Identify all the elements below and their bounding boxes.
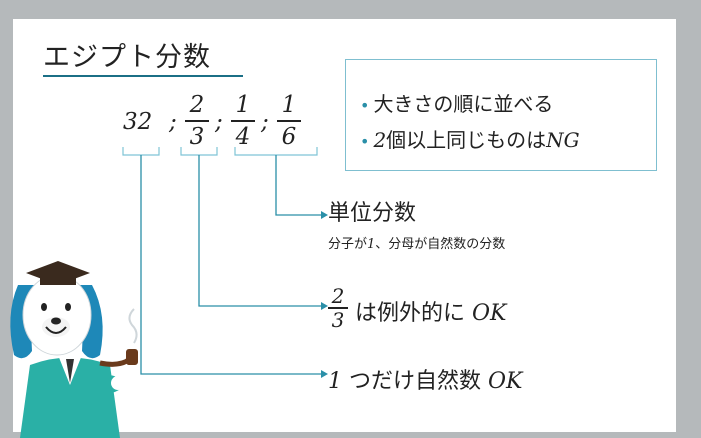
exception-label: は例外的に OK <box>355 295 507 327</box>
fraction-two-thirds: 2 3 <box>185 91 209 151</box>
unit-fraction-definition: 分子が1、分母が自然数の分数 <box>328 233 505 252</box>
connector-lines <box>122 147 328 378</box>
natural-one: 1 <box>328 369 342 394</box>
arrow-exception <box>198 155 321 307</box>
arrow-unit-fraction <box>275 155 321 216</box>
bullet-icon: • <box>360 96 370 115</box>
definition-part: 、分母が自然数の分数 <box>375 237 506 252</box>
bracket-whole <box>122 147 160 156</box>
bullet-icon: • <box>360 132 370 151</box>
rule-no-duplicates: •2個以上同じものはNG <box>360 124 580 153</box>
natural-number-label: 1 つだけ自然数 OK <box>328 363 523 395</box>
fraction-bar <box>185 120 209 122</box>
natural-text: つだけ自然数 <box>349 369 482 394</box>
ok-mark: OK <box>472 301 507 326</box>
rule-order: •大きさの順に並べる <box>360 88 553 117</box>
denominator: 3 <box>331 307 345 332</box>
numerator: 2 <box>189 92 205 118</box>
denominator: 4 <box>235 123 251 150</box>
dog-professor-mascot-icon <box>10 261 138 438</box>
bracket-unit-fractions <box>234 147 318 156</box>
denominator: 3 <box>189 123 205 150</box>
definition-one: 1 <box>367 237 376 252</box>
whole-number: 32 <box>123 109 153 135</box>
denominator: 6 <box>281 123 297 150</box>
rule-no-duplicates-text: 個以上同じものは <box>386 128 547 152</box>
arrowhead-icon <box>321 302 328 310</box>
numerator: 1 <box>235 92 251 118</box>
separator: ; <box>169 109 177 135</box>
exception-fraction: 2 3 <box>328 285 348 331</box>
arrow-natural <box>140 155 321 375</box>
fraction-one-quarter: 1 4 <box>231 91 255 151</box>
title-underline <box>43 75 243 77</box>
rule-count: 2 <box>373 128 387 152</box>
arrowhead-icon <box>321 370 328 378</box>
fraction-bar <box>231 120 255 122</box>
fraction-bar <box>277 120 301 122</box>
page-title: エジプト分数 <box>43 42 211 73</box>
bracket-two-thirds <box>180 147 218 156</box>
exception-text: は例外的に <box>355 301 466 326</box>
rules-note-box: •大きさの順に並べる •2個以上同じものはNG <box>345 59 657 171</box>
definition-part: 分子が <box>328 237 368 252</box>
separator: ; <box>215 109 223 135</box>
numerator: 1 <box>281 92 297 118</box>
unit-fraction-label: 単位分数 <box>328 201 417 226</box>
arrowhead-icon <box>321 211 328 219</box>
rule-order-text: 大きさの順に並べる <box>373 92 554 116</box>
numerator: 2 <box>331 284 345 308</box>
separator: ; <box>261 109 269 135</box>
fraction-bar <box>328 307 348 309</box>
ok-mark: OK <box>488 369 523 394</box>
ng-mark: NG <box>546 128 580 152</box>
fraction-one-sixth: 1 6 <box>277 91 301 151</box>
